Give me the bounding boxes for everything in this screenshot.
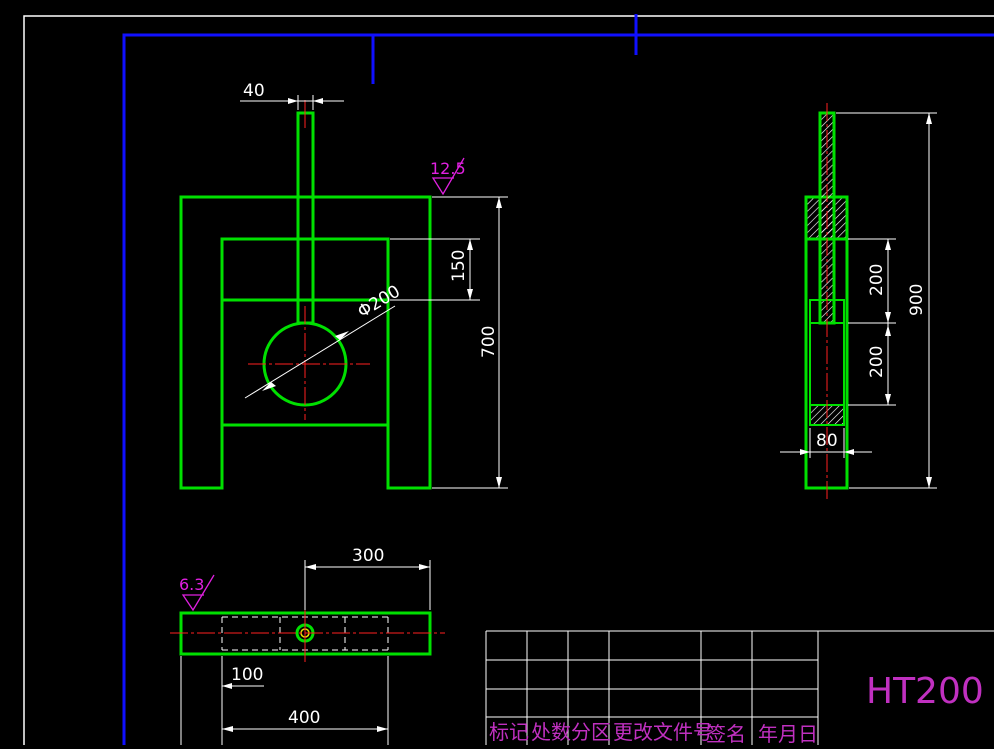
tb-label-mark: 标记: [489, 720, 529, 744]
side-view: 200 200 900 80: [780, 103, 937, 500]
side-dim-200-lower: 200: [867, 346, 887, 378]
front-view: Φ200 40 150 700 12.5: [179, 81, 508, 490]
front-dim-150: 150: [449, 250, 469, 282]
tb-label-change-doc: 更改文件号: [613, 720, 713, 744]
title-block: [485, 630, 994, 745]
top-dim-300: 300: [352, 546, 384, 566]
top-dim-100: 100: [231, 665, 263, 685]
title-block-labels: 标记 处数 分区 更改文件号 签名 年月日 HT200: [489, 671, 984, 746]
side-dim-200-upper: 200: [867, 264, 887, 296]
side-dim-80: 80: [816, 431, 838, 451]
top-roughness: 6.3: [179, 575, 204, 594]
tb-label-date: 年月日: [758, 722, 818, 745]
front-roughness: 12.5: [430, 159, 466, 178]
side-dim-900: 900: [907, 284, 927, 316]
top-dim-400: 400: [288, 708, 320, 728]
front-dim-700: 700: [479, 326, 499, 358]
top-view: 300 100 400 6.3: [170, 546, 445, 745]
tb-label-count: 处数: [531, 720, 571, 744]
drawing-frame: [122, 14, 994, 745]
tb-label-signature: 签名: [706, 722, 746, 745]
front-dim-40: 40: [243, 81, 265, 101]
outer-border: [23, 15, 994, 745]
tb-label-zone: 分区: [571, 720, 611, 744]
tb-material: HT200: [866, 671, 984, 712]
